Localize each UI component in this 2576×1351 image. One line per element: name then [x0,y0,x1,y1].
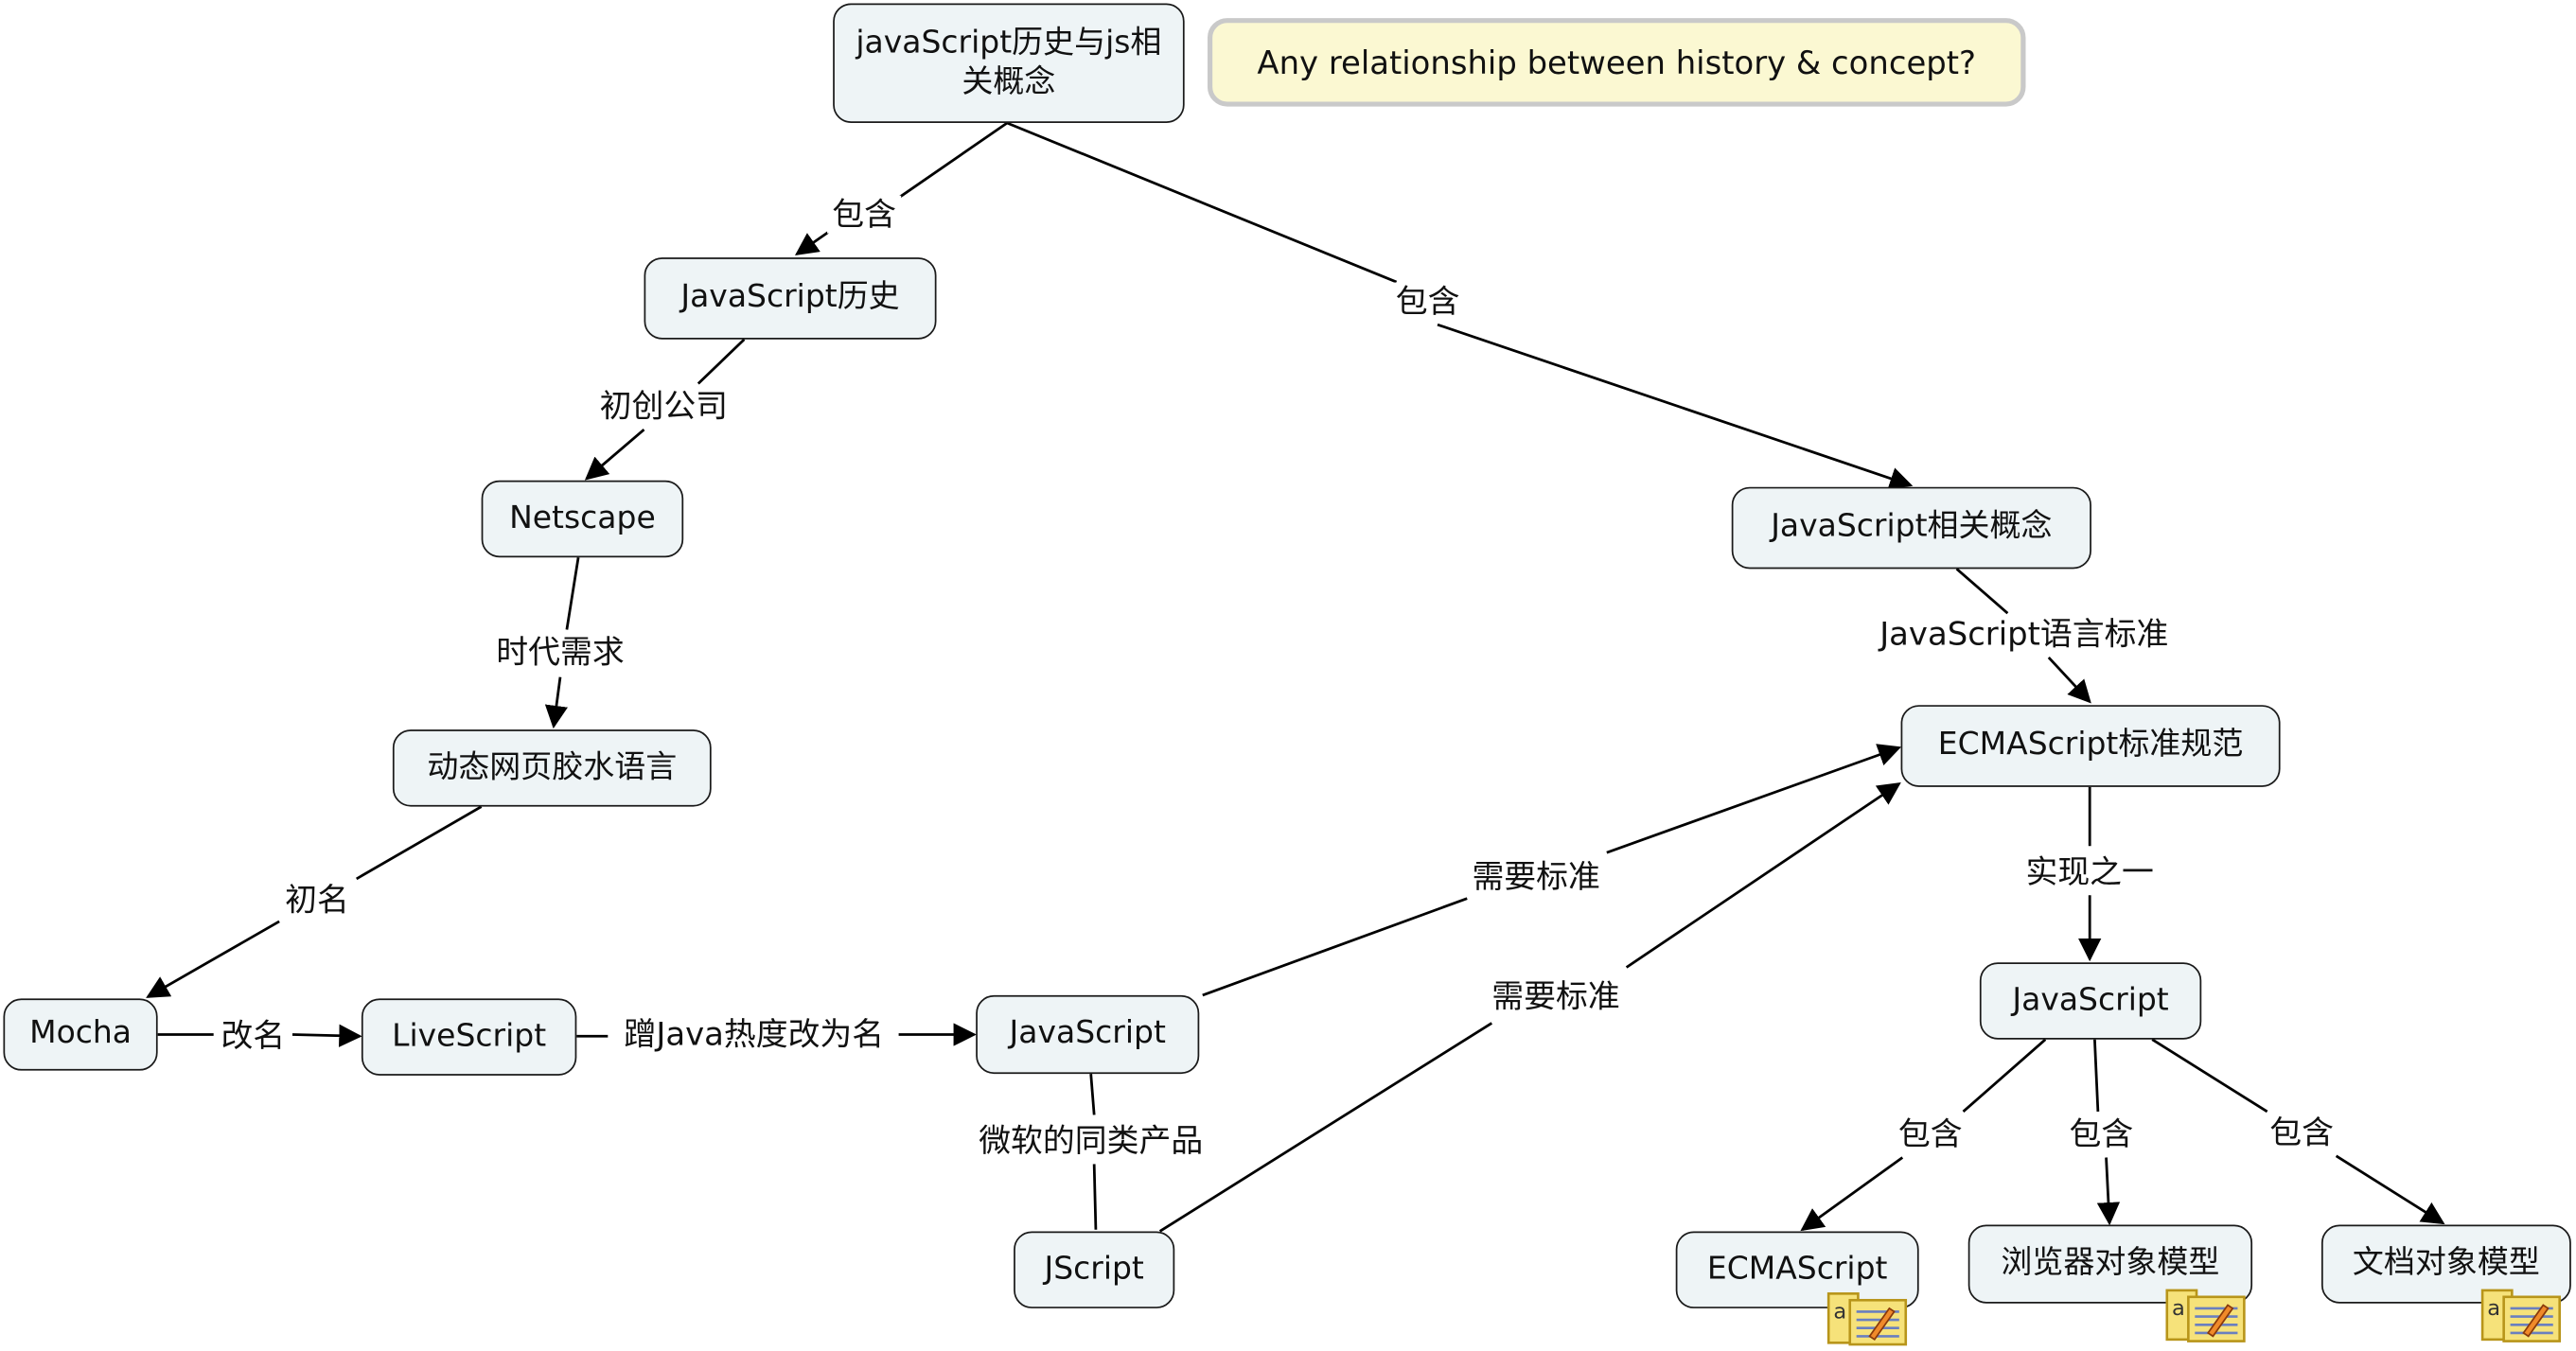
concept-root[interactable]: javaScript历史与js相关概念 [833,3,1185,123]
concept-history-label: JavaScript历史 [680,278,900,315]
link-jscript-ecma-arrow [1625,782,1901,969]
link-js-jscript [1089,1074,1096,1115]
concept-dom[interactable]: 文档对象模型 [2320,1224,2571,1304]
concept-dom-label: 文档对象模型 [2352,1244,2540,1281]
link-jsright-ecmascript [1962,1038,2047,1114]
link-glue-mocha-arrow [146,920,280,998]
link-label-jsright-ecmascript: 包含 [1893,1114,1967,1154]
note-attachment-icon[interactable]: a [2480,1289,2563,1344]
link-label-js-jscript: 微软的同类产品 [974,1121,1209,1161]
concept-bom[interactable]: 浏览器对象模型 [1967,1224,2253,1304]
concept-related-label: JavaScript相关概念 [1771,508,2053,545]
link-js-ecma [1202,897,1468,997]
link-glue-mocha [356,805,483,881]
link-concepts-ecma-arrow [2047,656,2091,704]
concept-glue-language[interactable]: 动态网页胶水语言 [392,729,712,807]
link-label-history-netscape: 初创公司 [594,387,733,427]
link-mocha-livescript-arrow [291,1024,362,1047]
link-jsright-bom [2093,1039,2100,1113]
concept-jscript-label: JScript [1044,1250,1144,1287]
link-label-jscript-ecma: 需要标准 [1487,977,1625,1016]
concept-netscape[interactable]: Netscape [481,480,684,558]
concept-mocha-label: Mocha [29,1014,132,1052]
link-label-ecma-jsright: 实现之一 [2020,852,2160,892]
svg-text:a: a [2172,1296,2185,1321]
concept-livescript[interactable]: LiveScript [361,998,577,1076]
link-js-ecma-arrow [1606,744,1902,854]
link-jsright-dom-arrow [2335,1154,2445,1225]
link-label-netscape-glue: 时代需求 [491,633,629,673]
link-jsright-bom-arrow [2096,1157,2121,1226]
link-label-root-history: 包含 [827,195,902,235]
concept-javascript-mid[interactable]: JavaScript [976,994,1200,1075]
concept-javascript-right-label: JavaScript [2012,981,2169,1018]
link-root-history [894,121,1008,202]
link-label-mocha-livescript: 改名 [216,1016,291,1056]
link-concepts-ecma [1955,568,2009,615]
link-label-glue-mocha: 初名 [279,881,355,920]
link-label-livescript-js: 蹭Java热度改为名 [619,1015,890,1054]
link-label-root-concepts: 包含 [1390,282,1465,322]
concept-jscript[interactable]: JScript [1014,1231,1175,1308]
concept-root-label: javaScript历史与js相关概念 [856,24,1162,99]
concept-glue-language-label: 动态网页胶水语言 [427,748,678,785]
link-netscape-glue [565,557,580,630]
concept-ecma-standard-label: ECMAScript标准规范 [1937,726,2244,763]
link-label-concepts-ecma: JavaScript语言标准 [1874,615,2174,654]
link-jsright-ecmascript-arrow [1800,1156,1904,1232]
link-history-netscape-arrow [584,428,645,481]
link-jscript-ecma [1158,1022,1493,1233]
concept-ecmascript[interactable]: ECMAScript [1675,1231,1919,1308]
concept-history[interactable]: JavaScript历史 [644,257,937,340]
concept-ecma-standard[interactable]: ECMAScript标准规范 [1900,705,2281,787]
link-js-jscript-2 [1092,1164,1098,1230]
concept-netscape-label: Netscape [509,499,656,536]
link-label-jsright-dom: 包含 [2265,1114,2339,1152]
link-root-concepts [1006,121,1398,284]
concept-javascript-right[interactable]: JavaScript [1979,962,2202,1040]
svg-text:a: a [1833,1299,1846,1324]
note-attachment-icon[interactable]: a [1826,1292,1909,1348]
concept-ecmascript-label: ECMAScript [1706,1250,1888,1287]
link-root-history-arrow [794,230,831,256]
note-attachment-icon[interactable]: a [2165,1289,2248,1344]
note-question[interactable]: Any relationship between history & conce… [1207,18,2026,107]
link-netscape-glue-arrow [544,676,568,729]
link-label-js-ecma: 需要标准 [1467,857,1606,897]
link-root-concepts-arrow [1437,323,1914,490]
concept-javascript-mid-label: JavaScript [1009,1014,1166,1052]
link-label-jsright-bom: 包含 [2064,1114,2139,1154]
svg-text:a: a [2487,1296,2500,1321]
concept-bom-label: 浏览器对象模型 [2001,1244,2220,1281]
concept-mocha[interactable]: Mocha [3,998,158,1071]
link-history-netscape [697,338,746,385]
link-jsright-dom [2151,1038,2268,1114]
note-question-text: Any relationship between history & conce… [1257,43,1977,81]
concept-related[interactable]: JavaScript相关概念 [1731,486,2091,570]
concept-livescript-label: LiveScript [392,1017,547,1054]
